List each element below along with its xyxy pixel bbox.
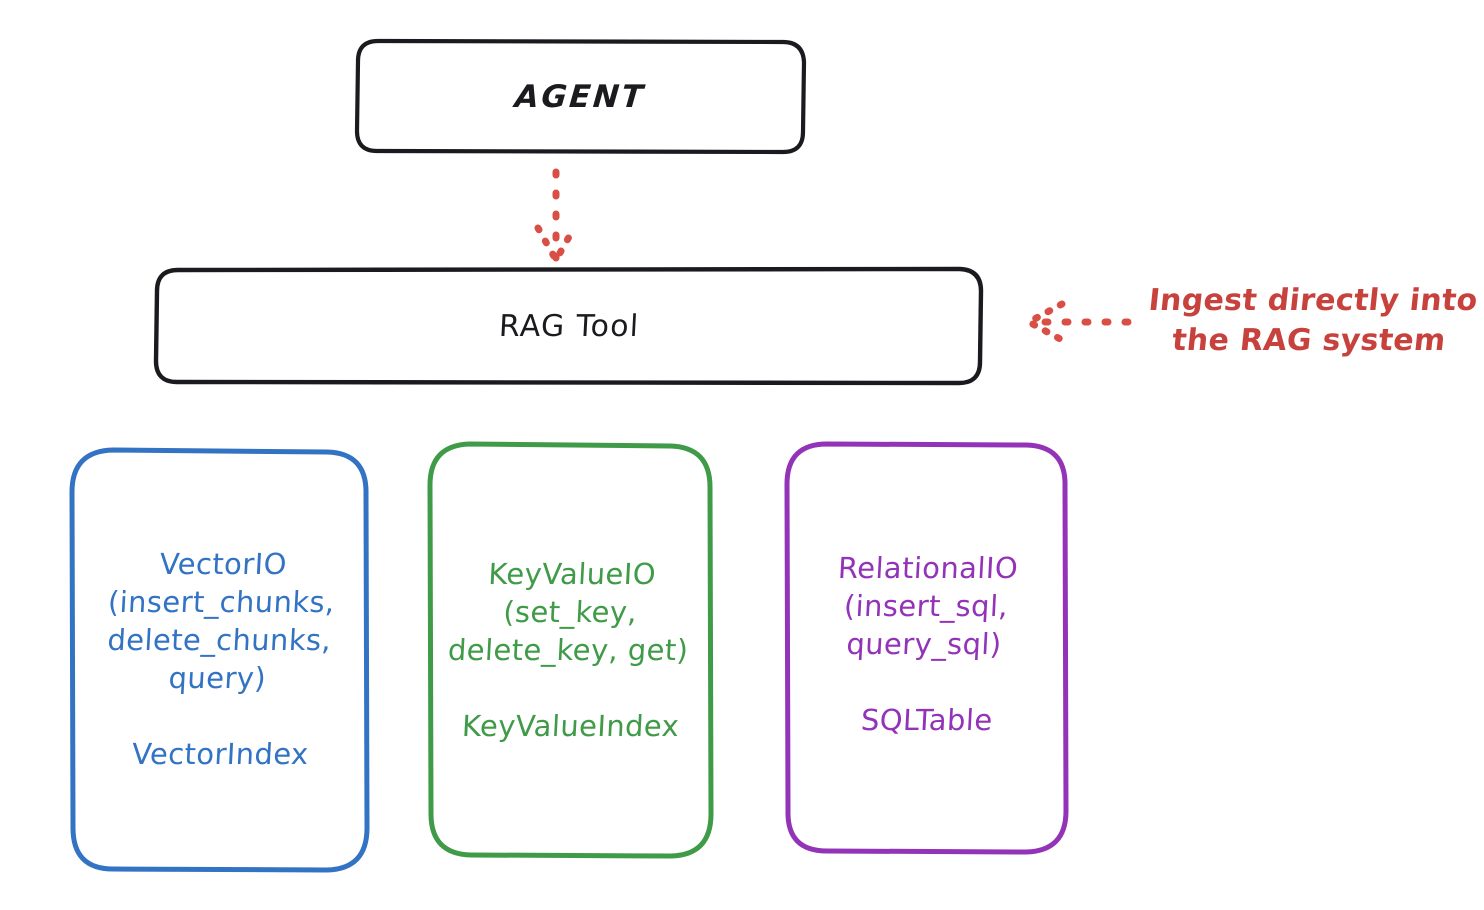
vector-io-box-outline <box>69 447 370 873</box>
rag-tool-node[interactable]: RAG Tool <box>155 268 983 384</box>
vector-index-label: VectorIndex <box>130 737 310 771</box>
key-value-io-box-outline <box>427 441 714 859</box>
agent-node[interactable]: AGENT <box>355 39 806 154</box>
relational-io-node[interactable]: RelationalIO (insert_sql, query_sql) SQL… <box>786 443 1067 855</box>
vector-io-label: VectorIO (insert_chunks, delete_chunks, … <box>106 547 336 695</box>
key-value-io-label: KeyValueIO (set_key, delete_key, get) <box>447 557 690 667</box>
relational-io-label: RelationalIO (insert_sql, query_sql) <box>837 551 1020 661</box>
sql-table-label: SQLTable <box>859 703 994 737</box>
agent-box-outline <box>354 38 807 155</box>
relational-io-box-outline <box>784 441 1069 855</box>
ingest-note-arrow <box>1025 300 1132 344</box>
agent-label: AGENT <box>513 78 648 115</box>
agent-to-rag-tool-arrow <box>534 168 578 264</box>
rag-tool-label: RAG Tool <box>497 308 641 344</box>
ingest-note-annotation: Ingest directly into the RAG system <box>1146 283 1480 358</box>
rag-tool-box-outline <box>153 266 984 386</box>
key-value-io-node[interactable]: KeyValueIO (set_key, delete_key, get) Ke… <box>428 443 713 858</box>
vector-io-node[interactable]: VectorIO (insert_chunks, delete_chunks, … <box>70 448 370 873</box>
key-value-index-label: KeyValueIndex <box>460 709 681 743</box>
